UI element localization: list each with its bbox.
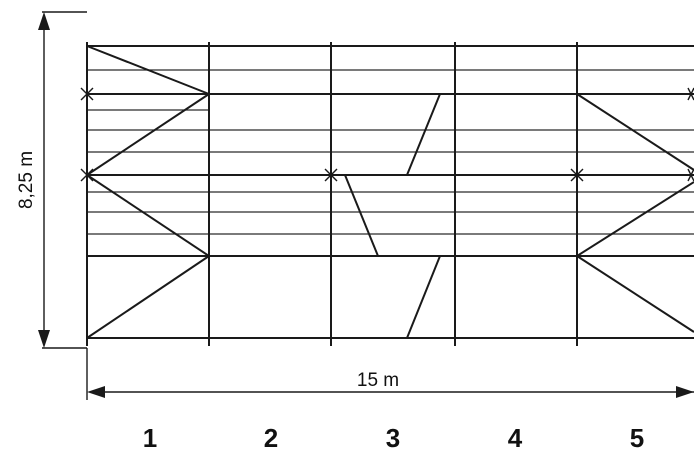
anchor-mark	[324, 168, 338, 182]
height-dimension: 8,25 m	[16, 11, 87, 349]
anchor-mark	[687, 87, 694, 101]
arrow-left-icon	[87, 386, 105, 398]
width-dimension-label: 15 m	[357, 370, 399, 391]
diagonal-braces	[86, 45, 694, 339]
bay-label: 3	[386, 423, 400, 450]
intermediate-ledgers	[87, 69, 694, 235]
bay-label: 4	[508, 423, 523, 450]
arrow-down-icon	[38, 330, 50, 348]
bay-label: 2	[264, 423, 278, 450]
anchor-mark	[80, 87, 94, 101]
anchor-mark	[80, 168, 94, 182]
anchor-points	[80, 87, 694, 182]
anchor-mark	[687, 168, 694, 182]
arrow-up-icon	[38, 12, 50, 30]
vertical-standards	[86, 42, 578, 346]
bay-labels: 1 2 3 4 5	[143, 423, 644, 450]
main-ledgers	[87, 45, 694, 339]
bay-label: 5	[630, 423, 644, 450]
bay-label: 1	[143, 423, 157, 450]
anchor-mark	[570, 168, 584, 182]
width-dimension: 15 m	[86, 348, 694, 400]
arrow-right-icon	[676, 386, 694, 398]
height-dimension-label: 8,25 m	[16, 151, 37, 209]
